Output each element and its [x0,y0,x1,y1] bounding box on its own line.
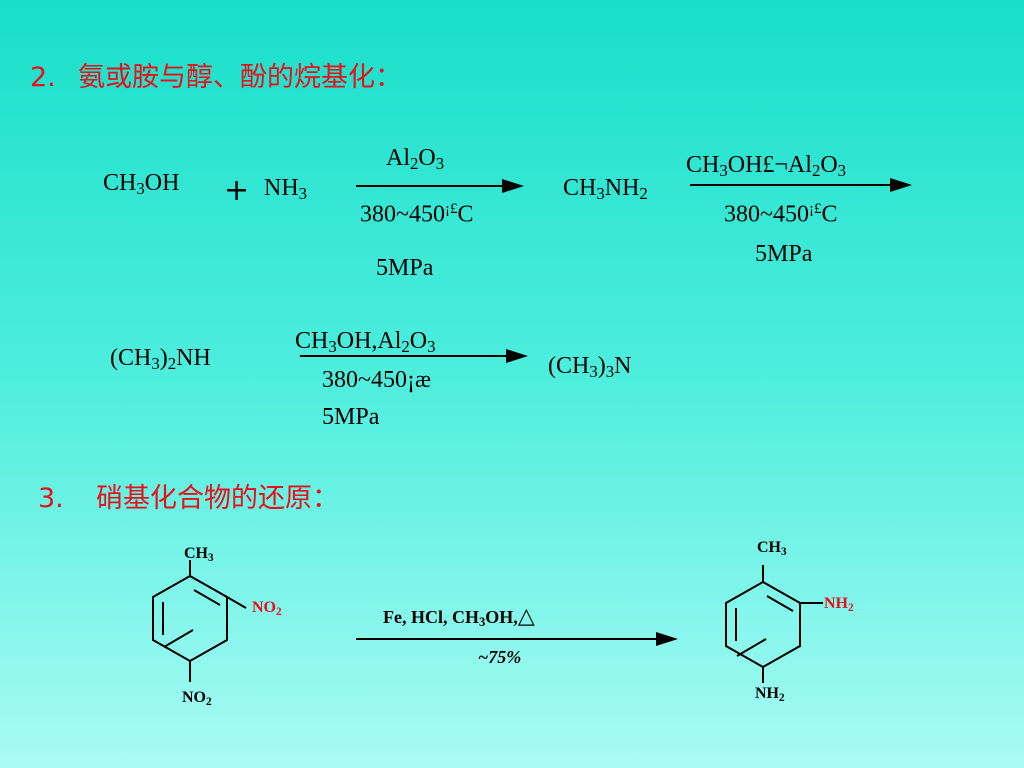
reaction3-conditions: Fe, HCl, CH3OH,△ [383,604,535,630]
reactant-nitro-bottom: NO2 [182,689,212,708]
section-2-heading: 2. 氨或胺与醇、酚的烷基化： [30,55,402,94]
step2-temp-value: 380~450 [724,201,809,228]
product-trimethylamine: (CH3)3N [548,353,632,382]
section-2-number: 2. [30,62,56,93]
product-methylamine: CH3NH2 [563,175,648,204]
step2-reagents: CH3OH£¬Al2O3 [686,152,847,181]
step1-catalyst: Al2O3 [386,145,445,174]
step1-temperature: 380~450¡£C [360,201,474,228]
reactant-methyl-group: CH3 [184,545,214,564]
reaction2-temperature: 380~450¡æ [322,367,431,393]
step2-pressure: 5MPa [755,241,813,267]
reactant-ammonia: NH3 [264,175,308,204]
section-3-title: 硝基化合物的还原： [96,483,339,514]
section-2-title: 氨或胺与醇、酚的烷基化： [78,62,402,93]
step1-temp-unit: C [457,201,474,228]
reaction3-yield: ~75% [478,647,522,667]
step1-temp-degree: ¡£ [444,201,458,217]
step2-temp-degree: ¡£ [808,201,822,217]
product-amino-side: NH2 [824,595,854,614]
reaction3-reagents: Fe, HCl, CH3OH, [383,607,518,630]
product-methyl-group: CH3 [757,539,787,558]
plus-sign: + [224,173,250,208]
step2-temp-unit: C [821,201,838,228]
heat-symbol: △ [517,604,535,629]
reaction2-reagents: CH3OH,Al2O3 [295,328,436,357]
reactant-methanol: CH3OH [103,170,180,199]
reaction-arrow-4 [356,632,678,646]
benzene-ring-product [725,565,823,683]
reaction-arrow-3 [300,349,528,363]
benzene-ring-reactant [152,560,247,682]
step2-temperature: 380~450¡£C [724,201,838,228]
reactant-dimethylamine: (CH3)2NH [110,345,211,374]
reaction-arrow-2 [690,178,912,192]
step1-pressure: 5MPa [376,255,434,281]
product-amino-bottom: NH2 [755,685,785,704]
step1-temp-value: 380~450 [360,201,445,228]
reaction2-pressure: 5MPa [322,404,380,430]
reaction-arrow-1 [356,179,524,193]
section-3-heading: 3. 硝基化合物的还原： [38,476,339,515]
reactant-nitro-side: NO2 [252,599,282,618]
section-3-number: 3. [38,483,64,514]
